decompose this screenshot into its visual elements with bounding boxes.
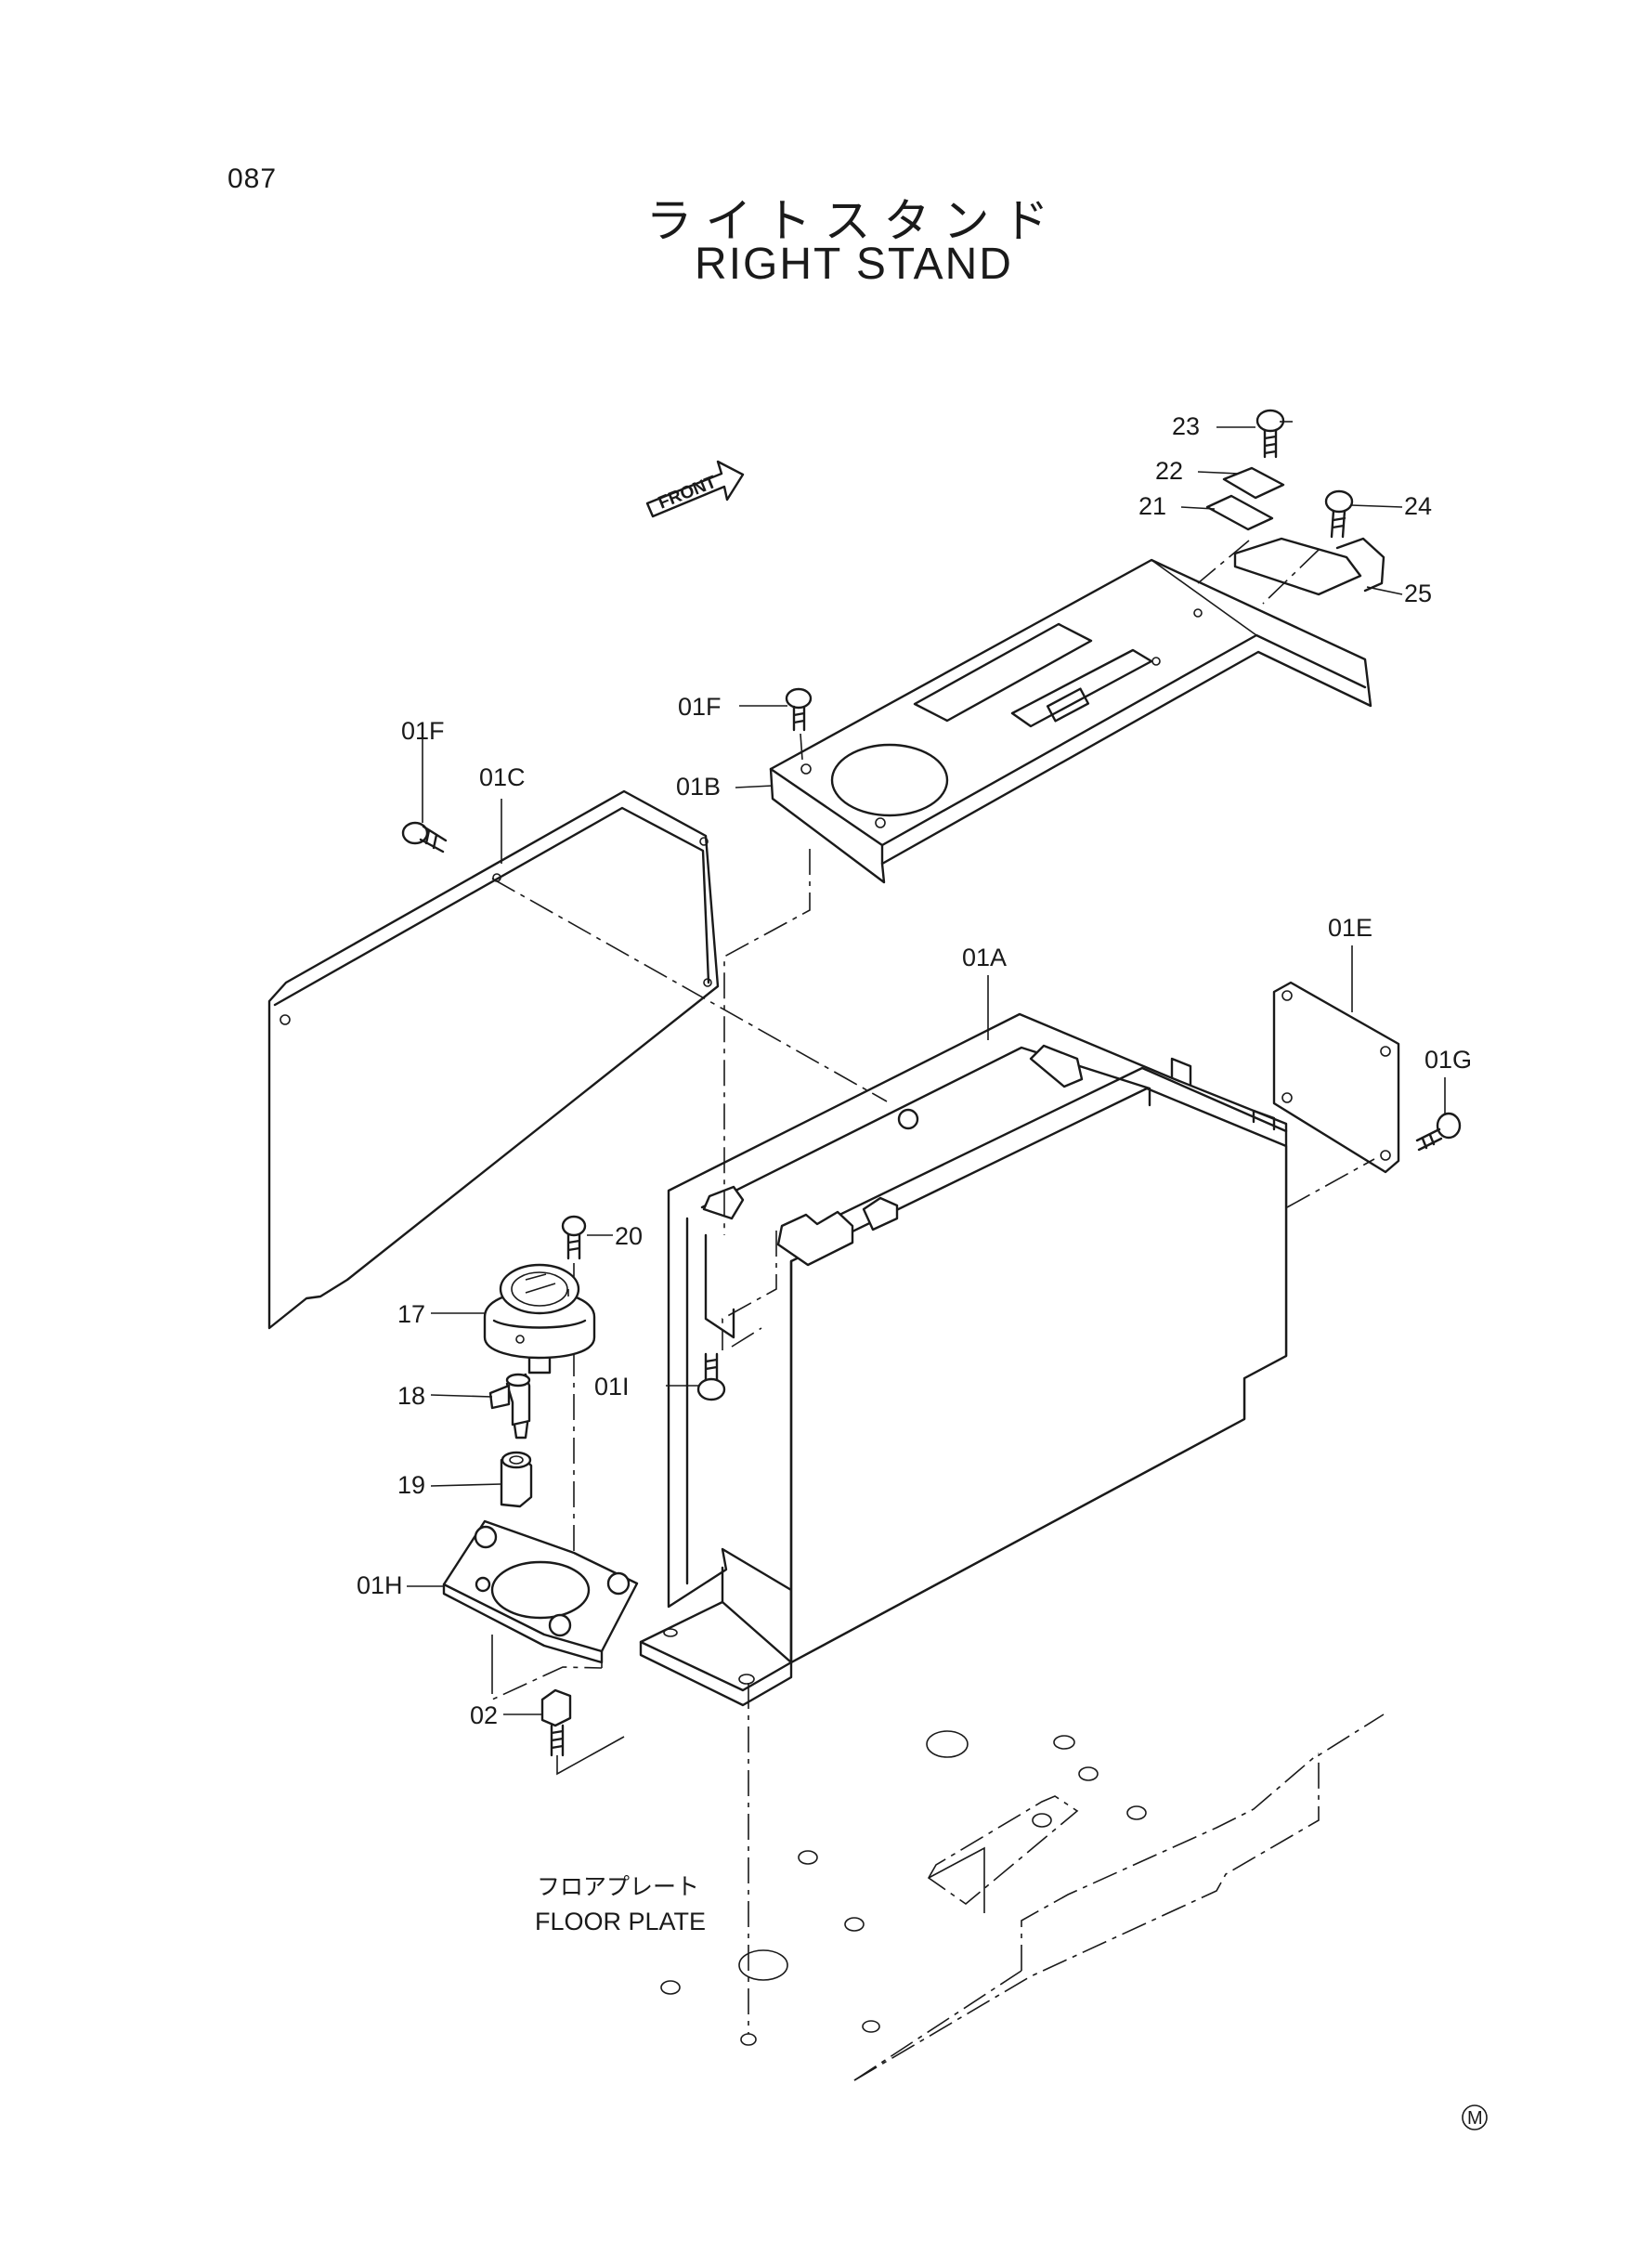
page-number: 087 bbox=[228, 163, 278, 194]
front-label: FRONT bbox=[656, 473, 720, 514]
title-japanese: ライトスタンド bbox=[645, 194, 1062, 248]
screw-23 bbox=[1255, 409, 1285, 459]
screw-01G bbox=[1415, 1112, 1462, 1152]
label-part-01F-top: 01F bbox=[678, 693, 722, 721]
label-part-20: 20 bbox=[615, 1222, 643, 1250]
part-21 bbox=[1205, 494, 1274, 531]
label-part-01I: 01I bbox=[594, 1373, 630, 1401]
label-part-01F-left: 01F bbox=[401, 717, 445, 745]
circled-m-text: M bbox=[1467, 2108, 1483, 2129]
label-part-23: 23 bbox=[1172, 412, 1200, 440]
screw-01F-left bbox=[401, 821, 448, 853]
label-part-01E: 01E bbox=[1328, 914, 1372, 942]
label-part-01B: 01B bbox=[676, 773, 721, 801]
part-number-labels: 23 22 21 24 25 01F 01B 01F 01C 01A 01E 0… bbox=[357, 412, 1472, 1729]
top-cover-plate-01B bbox=[769, 558, 1372, 884]
floor-plate-label-english: FLOOR PLATE bbox=[535, 1908, 706, 1935]
label-part-22: 22 bbox=[1155, 457, 1183, 485]
label-part-01H: 01H bbox=[357, 1571, 403, 1599]
nut-19 bbox=[500, 1451, 533, 1508]
screw-01I bbox=[696, 1352, 726, 1401]
floor-plate bbox=[660, 1683, 1385, 2081]
main-stand-box-01A bbox=[639, 1012, 1288, 1707]
screw-01F-top bbox=[785, 687, 813, 761]
title-english: RIGHT STAND bbox=[695, 240, 1013, 289]
floor-plate-label-japanese: フロアプレート bbox=[537, 1873, 699, 1900]
label-part-17: 17 bbox=[397, 1300, 425, 1328]
lamp-17 bbox=[483, 1263, 596, 1375]
screw-24 bbox=[1324, 489, 1354, 539]
label-part-01A: 01A bbox=[962, 944, 1007, 971]
cover-plate-01E bbox=[1272, 981, 1400, 1208]
label-part-01G: 01G bbox=[1424, 1046, 1472, 1074]
label-part-21: 21 bbox=[1138, 492, 1166, 520]
bracket-plate-01H bbox=[442, 1519, 639, 1668]
part-25 bbox=[1233, 537, 1362, 596]
assembly-center-lines bbox=[491, 849, 888, 1701]
bolt-02 bbox=[540, 1688, 625, 1776]
leader-lines bbox=[407, 421, 1446, 1715]
label-part-24: 24 bbox=[1404, 492, 1432, 520]
label-part-18: 18 bbox=[397, 1382, 425, 1410]
side-panel-01C bbox=[267, 789, 720, 1330]
label-part-01C: 01C bbox=[479, 763, 526, 791]
hinge-assembly bbox=[1197, 409, 1385, 605]
circled-m-mark: M bbox=[1462, 2104, 1488, 2130]
label-part-19: 19 bbox=[397, 1471, 425, 1499]
label-part-02: 02 bbox=[470, 1701, 498, 1729]
label-part-25: 25 bbox=[1404, 580, 1432, 607]
fitting-18 bbox=[488, 1373, 531, 1440]
part-22 bbox=[1222, 466, 1285, 500]
front-direction-arrow: FRONT bbox=[645, 460, 745, 518]
